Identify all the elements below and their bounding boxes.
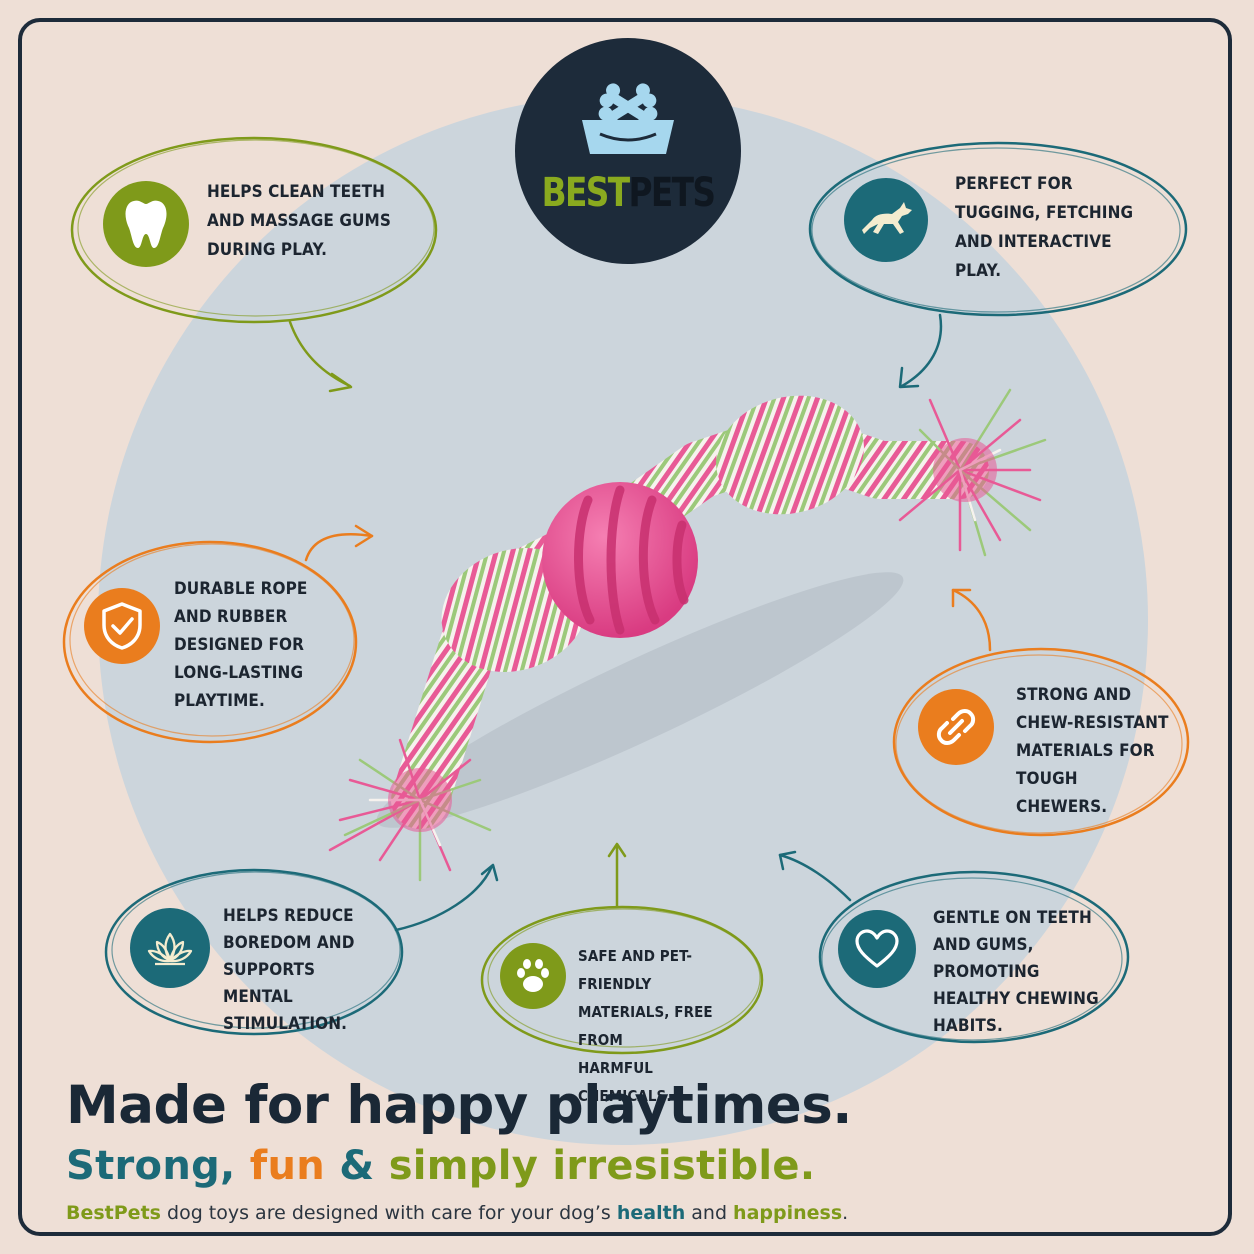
- lotus-icon: [130, 908, 210, 988]
- shield-check-icon: [84, 588, 160, 664]
- brand-name: BESTPETS: [541, 170, 716, 216]
- callout-ring: [480, 905, 764, 1055]
- callout-ring: [892, 647, 1190, 837]
- rope-toy-image: [328, 388, 1047, 882]
- callout-ring: [808, 141, 1188, 317]
- headline: Made for happy playtimes.: [66, 1075, 852, 1136]
- callout-ring: [104, 868, 404, 1036]
- bone-bowl-icon: [582, 83, 674, 154]
- callout-ring: [818, 870, 1130, 1044]
- bestpets-logo: BESTPETS: [515, 38, 741, 264]
- tooth-icon: [103, 181, 189, 267]
- subheadline: Strong, fun & simply irresistible.: [66, 1143, 816, 1189]
- callout-ring: [62, 540, 358, 744]
- callout-ring: [70, 136, 438, 324]
- jumping-dog-icon: [844, 178, 928, 262]
- heart-icon: [838, 910, 916, 988]
- paw-print-icon: [500, 943, 566, 1009]
- chain-link-icon: [918, 689, 994, 765]
- footer-text: BestPets dog toys are designed with care…: [66, 1202, 849, 1224]
